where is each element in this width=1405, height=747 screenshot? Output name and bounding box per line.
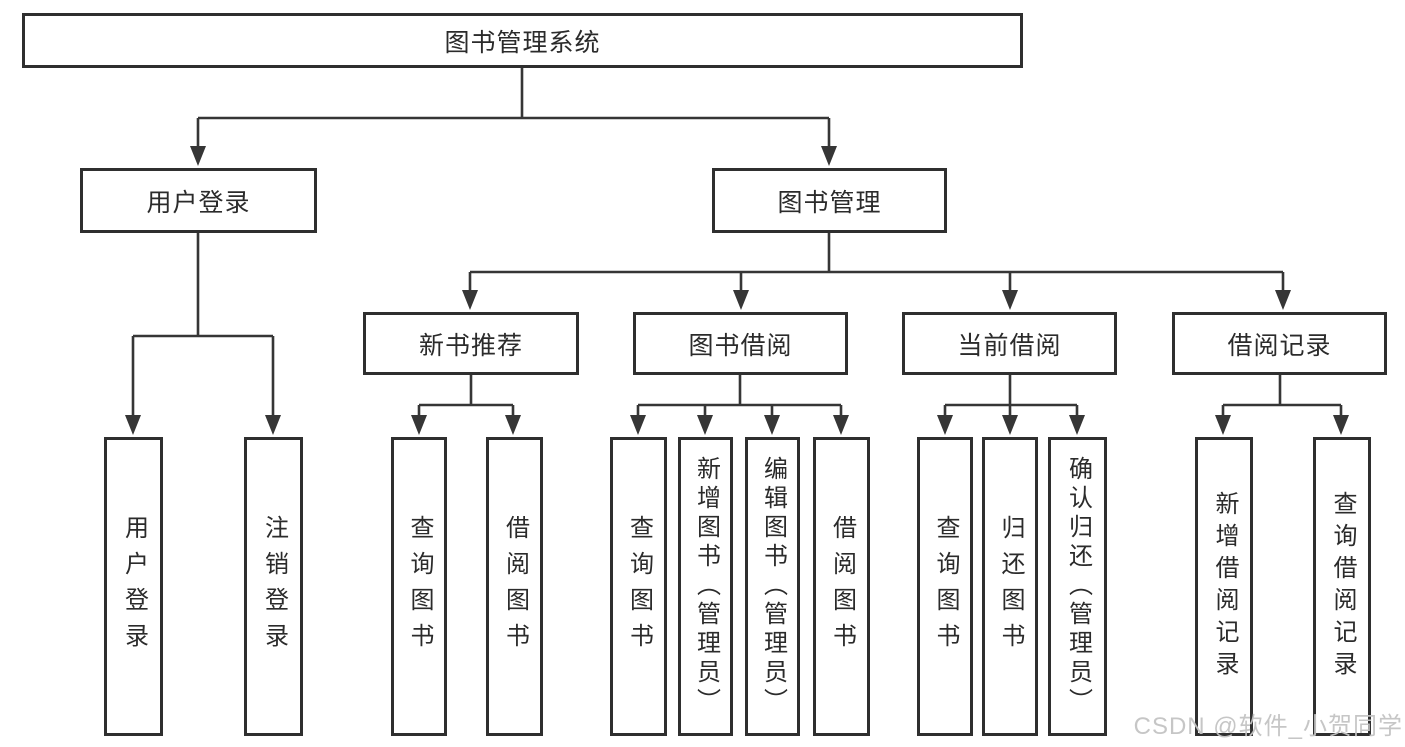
node-label: 用户登录 <box>146 188 251 217</box>
arrowhead <box>505 415 521 435</box>
leaf-label: 注销登录 <box>260 514 288 659</box>
connector-book-management-children <box>462 233 1291 310</box>
node-label: 图书管理系统 <box>444 28 601 57</box>
arrowhead <box>630 415 646 435</box>
arrowhead <box>937 415 953 435</box>
arrowhead <box>697 415 713 435</box>
arrowhead <box>125 415 141 435</box>
node-label: 借阅记录 <box>1227 331 1332 360</box>
arrowhead <box>1333 415 1349 435</box>
arrowhead <box>1069 415 1085 435</box>
arrowhead <box>190 146 206 166</box>
arrowhead <box>821 146 837 166</box>
arrowhead <box>1215 415 1231 435</box>
leaf-label: 查询图书 <box>932 514 959 659</box>
connector-current-borrowing-children <box>937 375 1085 435</box>
arrowhead <box>733 290 749 310</box>
arrowhead <box>265 415 281 435</box>
leaf-label: 借阅图书 <box>501 514 529 659</box>
leaf-label: 编辑图书（管理员） <box>759 456 787 717</box>
leaf-query-books-current: 查询图书 <box>917 437 973 736</box>
leaf-query-books-borrowing: 查询图书 <box>610 437 667 736</box>
leaf-add-books-admin: 新增图书（管理员） <box>678 437 733 736</box>
node-label: 当前借阅 <box>957 331 1062 360</box>
leaf-label: 查询图书 <box>406 514 433 659</box>
leaf-label: 用户登录 <box>120 514 148 659</box>
leaf-edit-books-admin: 编辑图书（管理员） <box>745 437 800 736</box>
arrowhead <box>1002 290 1018 310</box>
leaf-logout-login: 注销登录 <box>244 437 303 736</box>
leaf-return-books: 归还图书 <box>982 437 1038 736</box>
leaf-borrow-books-recommend: 借阅图书 <box>486 437 543 736</box>
node-book-management: 图书管理 <box>712 168 947 233</box>
connector-root-to-level2 <box>190 68 837 166</box>
leaf-label: 查询图书 <box>625 514 653 659</box>
leaf-label: 归还图书 <box>997 514 1024 659</box>
node-borrowing-records: 借阅记录 <box>1172 312 1387 375</box>
node-library-management-system: 图书管理系统 <box>22 13 1023 68</box>
leaf-query-books-recommend: 查询图书 <box>391 437 447 736</box>
leaf-label: 借阅图书 <box>828 514 856 659</box>
node-new-book-recommendation: 新书推荐 <box>363 312 579 375</box>
node-label: 图书管理 <box>777 188 882 217</box>
leaf-label: 查询借阅记录 <box>1329 490 1356 683</box>
node-book-borrowing: 图书借阅 <box>633 312 848 375</box>
arrowhead <box>1002 415 1018 435</box>
leaf-label: 新增图书（管理员） <box>692 456 720 717</box>
leaf-label: 确认归还（管理员） <box>1064 456 1092 717</box>
arrowhead <box>833 415 849 435</box>
leaf-user-login: 用户登录 <box>104 437 163 736</box>
leaf-label: 新增借阅记录 <box>1211 490 1238 683</box>
leaf-query-borrow-record: 查询借阅记录 <box>1313 437 1371 736</box>
arrowhead <box>462 290 478 310</box>
node-current-borrowing: 当前借阅 <box>902 312 1117 375</box>
node-label: 新书推荐 <box>418 331 523 360</box>
connector-book-borrowing-children <box>630 375 849 435</box>
arrowhead <box>764 415 780 435</box>
leaf-confirm-return-admin: 确认归还（管理员） <box>1048 437 1107 736</box>
connector-borrowing-records-children <box>1215 375 1349 435</box>
arrowhead <box>1275 290 1291 310</box>
leaf-add-borrow-record: 新增借阅记录 <box>1195 437 1253 736</box>
connector-user-login-children <box>125 233 281 435</box>
watermark-text: CSDN @软件_小贺同学 <box>1133 713 1403 740</box>
connector-new-book-recommendation-children <box>411 375 521 435</box>
node-user-login: 用户登录 <box>80 168 317 233</box>
leaf-borrow-books-borrowing: 借阅图书 <box>813 437 870 736</box>
arrowhead <box>411 415 427 435</box>
node-label: 图书借阅 <box>688 331 793 360</box>
